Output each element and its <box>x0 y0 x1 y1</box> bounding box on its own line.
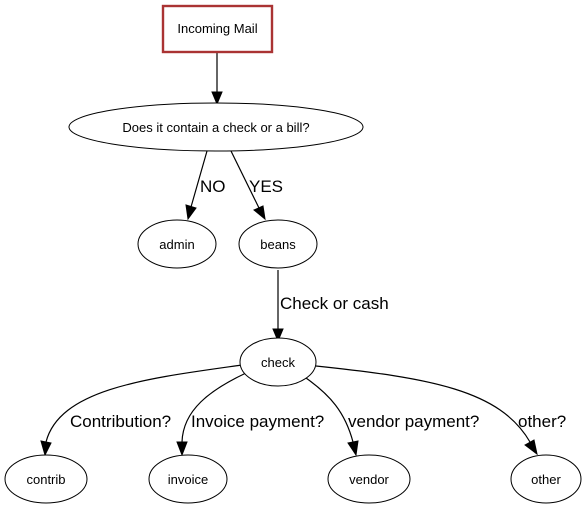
node-label-check: check <box>261 355 295 370</box>
node-other[interactable]: other <box>510 454 582 504</box>
question-ellipse <box>68 102 364 152</box>
edge-label-vendor-payment: vendor payment? <box>348 412 479 431</box>
node-admin[interactable]: admin <box>137 219 217 269</box>
node-label-invoice: invoice <box>168 472 208 487</box>
edge-label-no: NO <box>200 177 226 196</box>
node-beans[interactable]: beans <box>238 219 318 269</box>
edge-label-invoice-payment: Invoice payment? <box>191 412 324 431</box>
beans-ellipse <box>238 219 318 269</box>
node-incoming-mail[interactable]: Incoming Mail <box>161 4 274 54</box>
arrowhead-contrib <box>40 440 52 457</box>
node-label-admin: admin <box>159 237 194 252</box>
arrowhead-admin <box>185 204 197 221</box>
contrib-ellipse <box>4 454 88 504</box>
edge-check-other <box>315 365 531 443</box>
other-ellipse <box>510 454 582 504</box>
arrowhead-beans <box>253 205 266 221</box>
node-invoice[interactable]: invoice <box>148 454 228 504</box>
arrowhead-check <box>272 328 284 343</box>
edge-check-invoice <box>181 372 247 443</box>
edge-label-contribution: Contribution? <box>70 412 171 431</box>
arrowhead-invoice <box>176 441 188 457</box>
check-ellipse <box>239 337 317 387</box>
vendor-ellipse <box>327 454 411 504</box>
edge-check-contrib <box>45 364 243 443</box>
edge-labels: NO YES Check or cash Contribution? Invoi… <box>70 177 566 431</box>
arrowhead-vendor <box>347 440 359 457</box>
node-check[interactable]: check <box>239 337 317 387</box>
node-contrib[interactable]: contrib <box>4 454 88 504</box>
edge-question-beans <box>230 150 260 209</box>
edge-label-check-or-cash: Check or cash <box>280 294 389 313</box>
node-label-incoming-mail: Incoming Mail <box>177 21 257 36</box>
admin-ellipse <box>137 219 217 269</box>
node-label-contrib: contrib <box>26 472 65 487</box>
arrowhead-other <box>524 439 538 456</box>
invoice-ellipse <box>148 454 228 504</box>
edge-label-yes: YES <box>249 177 283 196</box>
node-question[interactable]: Does it contain a check or a bill? <box>68 102 364 152</box>
edge-question-admin <box>190 150 208 208</box>
arrowhead-question <box>211 91 223 106</box>
edge-check-vendor <box>305 377 354 443</box>
root-box <box>161 4 274 54</box>
node-label-other: other <box>531 472 561 487</box>
node-label-question: Does it contain a check or a bill? <box>122 120 309 135</box>
node-label-beans: beans <box>260 237 296 252</box>
node-vendor[interactable]: vendor <box>327 454 411 504</box>
node-label-vendor: vendor <box>349 472 389 487</box>
edges <box>40 53 538 457</box>
edge-label-other: other? <box>518 412 566 431</box>
